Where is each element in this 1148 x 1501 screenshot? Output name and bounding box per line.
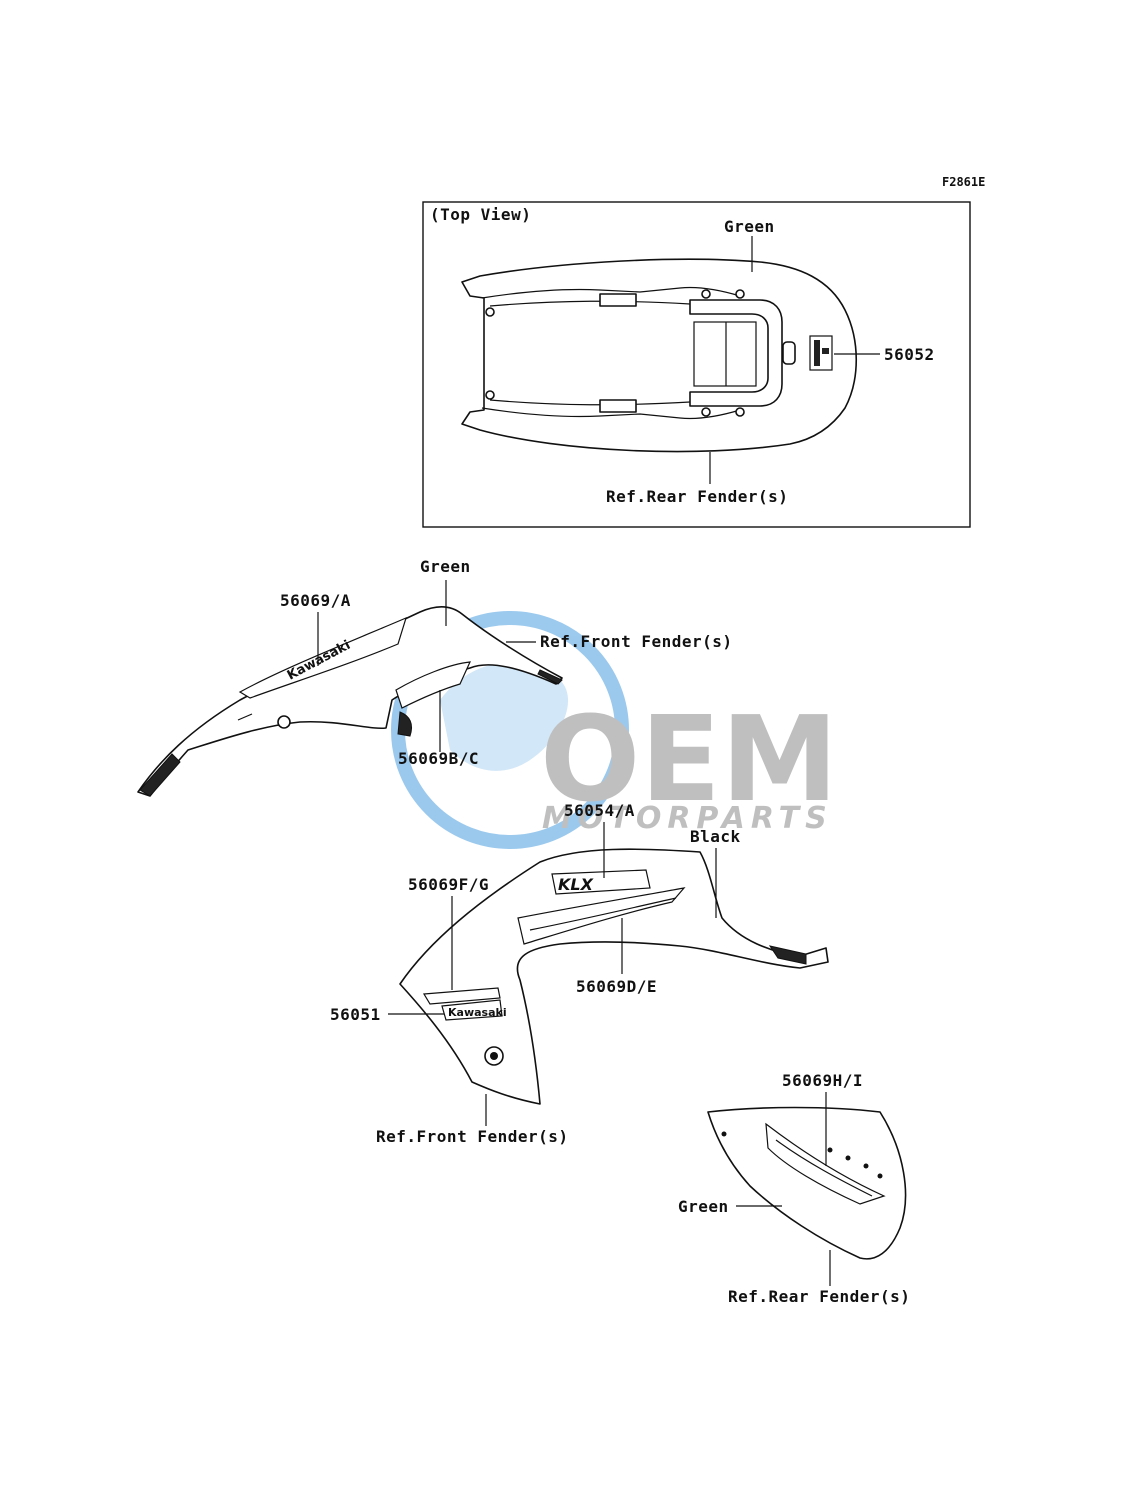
part-56069-a-label: 56069/A [280, 591, 351, 610]
rear-fender-top-view [461, 258, 857, 453]
top-view-inset: (Top View) Green 56052 [422, 201, 971, 528]
rear-hole [845, 1155, 851, 1161]
lower-frame-rail [481, 407, 741, 420]
rear-stripe-line [775, 1139, 873, 1197]
rear-hole [827, 1147, 833, 1153]
upper-inner-shade [397, 711, 413, 737]
decal-56069-a [238, 616, 407, 699]
rear-color-label: Green [678, 1197, 729, 1216]
part-56054-a-label: 56054/A [564, 801, 635, 820]
lower-color-label: Black [690, 827, 741, 846]
part-56069-hi-label: 56069H/I [782, 1071, 863, 1090]
part-56069-fg-label: 56069F/G [408, 875, 489, 894]
rear-hole [721, 1131, 727, 1137]
lower-bracket [599, 399, 637, 413]
lower-ref-label: Ref.Front Fender(s) [376, 1127, 569, 1146]
inset-ref-label: Ref.Rear Fender(s) [606, 487, 788, 506]
front-fender-upper: Kawasaki Green 56069/A Ref.Front Fender(… [137, 557, 733, 797]
rack-center [693, 321, 757, 387]
decal-56054-a: KLX [551, 869, 651, 895]
lower-model-text: KLX [558, 875, 594, 894]
upper-tab [237, 713, 253, 721]
watermark-brand: OEM [540, 690, 838, 828]
inset-color-label: Green [724, 217, 775, 236]
rack-bolt [701, 407, 711, 417]
upper-tip-shade [139, 753, 181, 797]
upper-frame-rail [481, 286, 741, 299]
lower-brand-text: Kawasaki [448, 1006, 507, 1019]
lower-fender-outline [399, 848, 829, 1105]
bolt-hole [485, 307, 495, 317]
front-fender-lower: KLX Kawasaki 56054/A Black 56069F/G 5606… [330, 801, 829, 1146]
upper-rail-inner [489, 300, 691, 307]
lower-tip-shade [768, 945, 807, 965]
upper-mount-hole [277, 715, 291, 729]
upper-rear-tip [537, 669, 563, 685]
decal-56052-icon [809, 335, 833, 371]
rack-bolt [701, 289, 711, 299]
upper-color-label: Green [420, 557, 471, 576]
rear-hole [877, 1173, 883, 1179]
decal-56069-bc [395, 661, 471, 709]
rear-ref-label: Ref.Rear Fender(s) [728, 1287, 910, 1306]
rear-rack [689, 299, 783, 407]
watermark-tagline: MOTORPARTS [542, 801, 833, 836]
globe-continent [440, 662, 569, 771]
oem-watermark: OEM MOTORPARTS [391, 611, 838, 849]
stripe-line [529, 897, 677, 931]
decal-56069-fg [422, 987, 501, 1005]
decal-56051 [441, 999, 503, 1021]
rack-bolt [735, 289, 745, 299]
inset-frame [422, 201, 971, 528]
part-56052-label: 56052 [884, 345, 935, 364]
tail-slot [782, 341, 796, 365]
decal-56069-de [517, 887, 686, 945]
decal-56069-hi [765, 1122, 886, 1205]
inset-title: (Top View) [430, 205, 531, 224]
bolt-hole [485, 390, 495, 400]
part-56051-label: 56051 [330, 1005, 381, 1024]
figure-code: F2861E [942, 175, 985, 189]
rear-fender-side: 56069H/I Green Ref.Rear Fender(s) [678, 1071, 910, 1306]
lower-rail-inner [489, 399, 691, 406]
upper-bracket [599, 293, 637, 307]
rear-hole [863, 1163, 869, 1169]
part-56069-de-label: 56069D/E [576, 977, 657, 996]
part-56069-bc-label: 56069B/C [398, 749, 479, 768]
rear-side-outline [707, 1106, 907, 1260]
lower-mount-hole [490, 1052, 498, 1060]
upper-ref-label: Ref.Front Fender(s) [540, 632, 733, 651]
rack-bolt [735, 407, 745, 417]
